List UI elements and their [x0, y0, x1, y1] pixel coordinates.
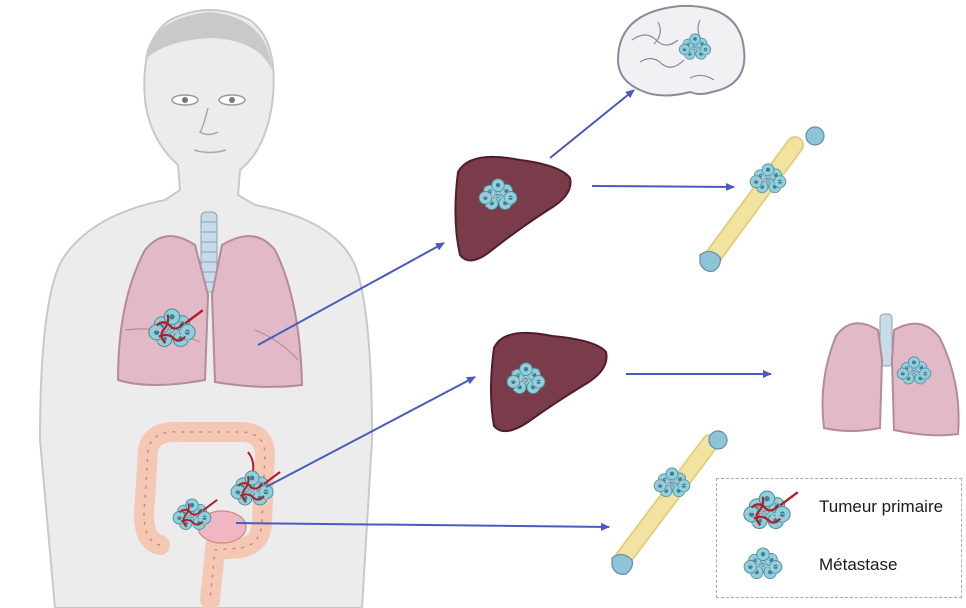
tumor-icon: [727, 489, 807, 535]
legend-metastasis-label: Métastase: [819, 555, 897, 575]
metastasis-cell-icon: [735, 545, 791, 585]
arrow-liver-to-brain: [550, 90, 634, 158]
liver-icon: [455, 157, 570, 261]
legend: Tumeur primaire Métastase: [716, 478, 962, 598]
lung-icon: [823, 314, 959, 435]
bone-icon: [612, 431, 727, 574]
legend-primary-tumor-label: Tumeur primaire: [819, 497, 943, 517]
arrow-liver-to-bone: [592, 186, 734, 187]
bone-icon: [700, 127, 824, 271]
